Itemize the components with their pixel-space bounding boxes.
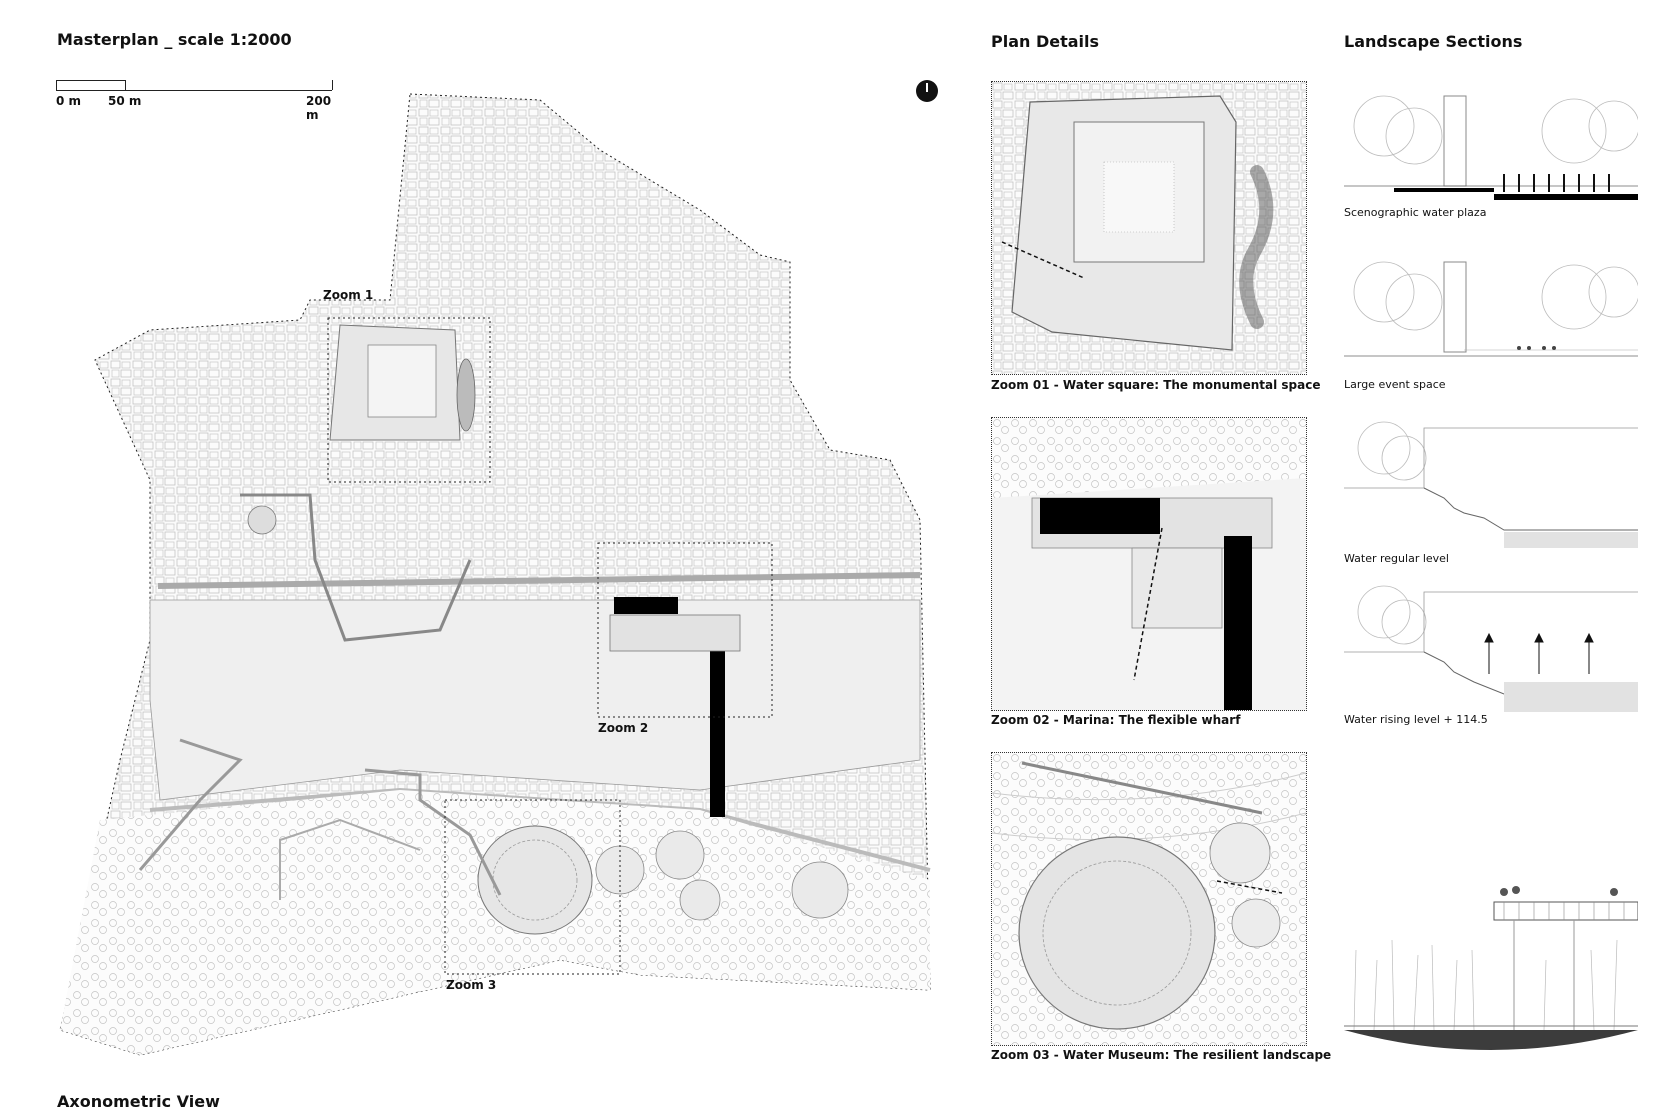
scale-bar: 0 m 50 m 200 m [56,80,336,122]
zoom-01-caption: Zoom 01 - Water square: The monumental s… [991,378,1321,392]
zoom-1-label: Zoom 1 [323,288,374,302]
masterplan-map [59,93,931,1056]
scale-label-50: 50 m [108,94,142,108]
landscape-sections-title: Landscape Sections [1344,32,1523,51]
section-caption-2: Large event space [1344,378,1446,391]
scale-label-200: 200 m [306,94,332,122]
zoom-03-caption: Zoom 03 - Water Museum: The resilient la… [991,1048,1332,1062]
north-arrow-icon [916,80,938,102]
axonometric-title: Axonometric View [57,1092,220,1111]
zoom-03-panel [991,752,1307,1046]
plan-details-title: Plan Details [991,32,1100,51]
scale-label-0: 0 m [56,94,82,108]
masterplan-title: Masterplan _ scale 1:2000 [57,30,292,49]
section-water-plaza [1344,86,1638,204]
zoom-02-panel [991,417,1307,711]
section-caption-4: Water rising level + 114.5 [1344,713,1488,726]
section-rising-level [1344,582,1638,712]
section-regular-level [1344,418,1638,550]
section-caption-3: Water regular level [1344,552,1449,565]
zoom-2-label: Zoom 2 [598,721,649,735]
section-caption-1: Scenographic water plaza [1344,206,1487,219]
section-event-space [1344,252,1638,370]
zoom-01-panel [991,81,1307,375]
zoom-02-caption: Zoom 02 - Marina: The flexible wharf [991,713,1241,727]
zoom-3-label: Zoom 3 [446,978,497,992]
section-wetland-boardwalk [1344,880,1638,1060]
